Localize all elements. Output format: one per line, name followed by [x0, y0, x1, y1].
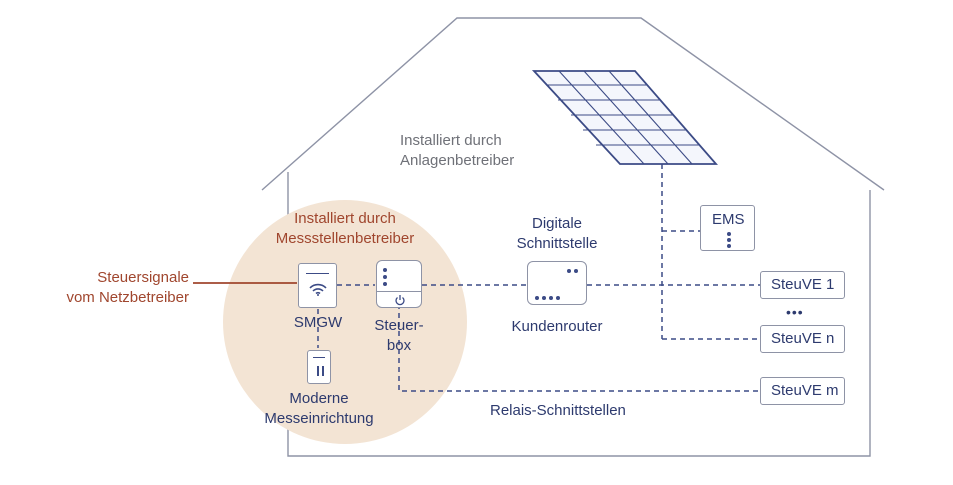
smgw-display-line: [306, 273, 329, 274]
control-box-divider: [377, 291, 421, 292]
control-signal-label: Steuersignale vom Netzbetreiber: [40, 268, 189, 308]
house-installer-line-1: Installiert durch: [400, 132, 502, 149]
house-installer-line-2: Anlagenbetreiber: [400, 152, 515, 169]
meter-icon-bar: [322, 366, 324, 376]
control-box-line-1: Steuer-: [374, 317, 424, 334]
steuve-1-box: SteuVE 1: [760, 271, 845, 299]
power-icon: [395, 295, 405, 306]
relay-label: Relais-Schnittstellen: [490, 402, 626, 419]
digital-interface-line-1: Digitale: [531, 215, 583, 232]
wifi-icon: [309, 283, 327, 296]
steuve-ellipsis: •••: [786, 304, 804, 320]
meter-icon: [317, 366, 319, 376]
steuve-n-label: SteuVE n: [771, 330, 835, 347]
customer-router-device: [527, 261, 587, 305]
steuve-1-label: SteuVE 1: [771, 276, 835, 293]
control-signal-line-1: Steuersignale: [97, 269, 189, 286]
smgw-device: [298, 263, 337, 308]
circle-installer-line-1: Installiert durch: [294, 210, 396, 227]
steuve-n-box: SteuVE n: [760, 325, 845, 353]
steuve-m-label: SteuVE m: [771, 382, 839, 399]
meter-label-line-2: Messeinrichtung: [264, 410, 374, 427]
ems-box: EMS: [700, 205, 755, 251]
control-box-label: Steuer- box: [364, 316, 434, 356]
solar-panel-icon: [531, 70, 718, 165]
control-box-device: [376, 260, 422, 308]
circle-installer-label: Installiert durch Messstellenbetreiber: [256, 209, 434, 249]
ems-label: EMS: [712, 211, 745, 228]
digital-interface-line-2: Schnittstelle: [516, 235, 598, 252]
modern-meter-device: [307, 350, 331, 384]
meter-label: Moderne Messeinrichtung: [258, 389, 380, 429]
connection-relay: [398, 304, 760, 392]
steuve-m-box: SteuVE m: [760, 377, 845, 405]
house-roof: [261, 17, 885, 191]
router-label: Kundenrouter: [511, 318, 603, 335]
meter-label-line-1: Moderne: [289, 390, 349, 407]
house-installer-label: Installiert durch Anlagenbetreiber: [400, 131, 514, 171]
circle-installer-line-2: Messstellenbetreiber: [275, 230, 415, 247]
control-box-line-2: box: [386, 337, 412, 354]
digital-interface-label: Digitale Schnittstelle: [497, 214, 617, 254]
smgw-label: SMGW: [293, 314, 343, 331]
meter-display: [313, 357, 325, 358]
control-signal-line-2: vom Netzbetreiber: [66, 289, 189, 306]
